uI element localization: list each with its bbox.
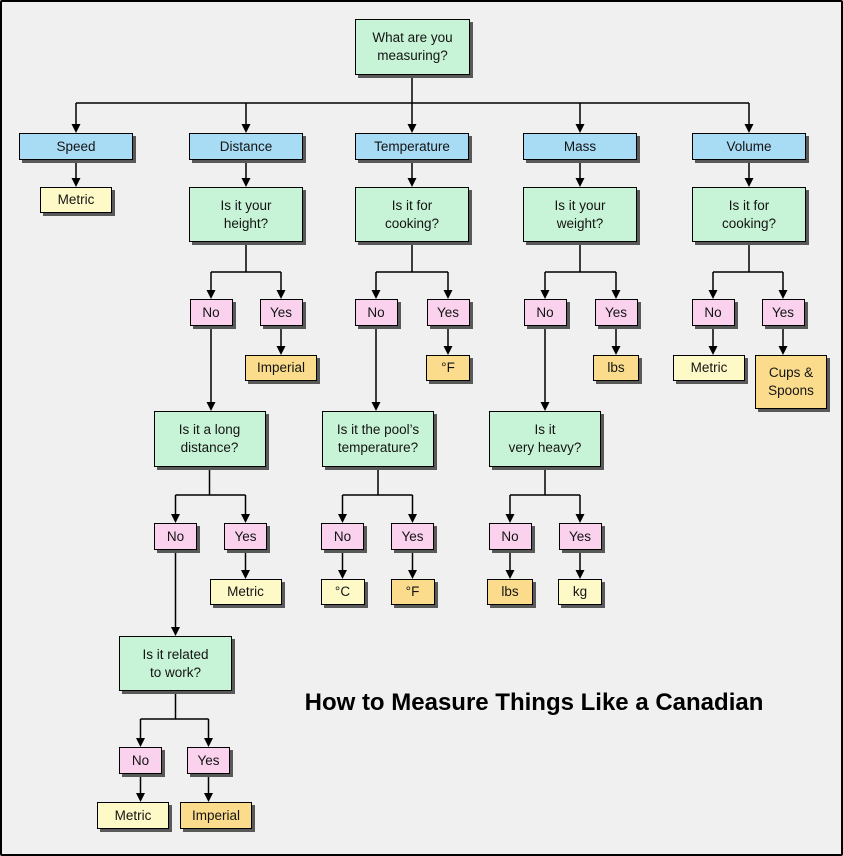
temperature-q1-yes: Yes: [426, 299, 470, 326]
temperature-q1-cooking: Is it for cooking?: [355, 187, 469, 242]
distance-q1-result-imperial: Imperial: [245, 355, 317, 381]
volume-result-cups-spoons: Cups & Spoons: [755, 355, 827, 409]
temperature-q2-yes: Yes: [391, 523, 434, 550]
mass-q2-no: No: [488, 523, 532, 550]
distance-q1-yes: Yes: [259, 299, 303, 326]
volume-result-metric: Metric: [673, 355, 745, 381]
distance-q3-yes: Yes: [187, 747, 230, 774]
mass-q1-yes: Yes: [594, 299, 638, 326]
mass-q2-result-lbs: lbs: [487, 579, 533, 605]
temperature-q1-result-fahrenheit: °F: [426, 355, 470, 381]
distance-q3-work: Is it related to work?: [119, 636, 232, 691]
temperature-q2-result-fahrenheit: °F: [390, 579, 435, 605]
category-mass: Mass: [523, 133, 637, 160]
distance-q1-height: Is it your height?: [189, 187, 303, 242]
distance-q2-long-distance: Is it a long distance?: [153, 411, 266, 467]
temperature-q2-pool: Is it the pool’s temperature?: [322, 411, 434, 467]
volume-no: No: [691, 299, 735, 326]
mass-q2-very-heavy: Is it very heavy?: [489, 411, 601, 467]
temperature-q1-no: No: [354, 299, 398, 326]
mass-q2-yes: Yes: [558, 523, 602, 550]
distance-q2-no: No: [154, 523, 197, 550]
diagram-title: How to Measure Things Like a Canadian: [304, 689, 764, 716]
temperature-q2-no: No: [321, 523, 364, 550]
speed-result-metric: Metric: [40, 187, 112, 213]
mass-q2-result-kg: kg: [558, 579, 602, 605]
distance-q3-result-metric: Metric: [97, 802, 169, 829]
root-question: What are you measuring?: [355, 19, 470, 75]
category-temperature: Temperature: [355, 133, 469, 160]
category-volume: Volume: [692, 133, 806, 160]
distance-q1-no: No: [189, 299, 233, 326]
volume-q1-cooking: Is it for cooking?: [692, 187, 806, 242]
distance-q3-no: No: [119, 747, 162, 774]
volume-yes: Yes: [761, 299, 805, 326]
temperature-q2-result-celsius: °C: [320, 579, 365, 605]
category-speed: Speed: [19, 133, 133, 160]
distance-q2-yes: Yes: [224, 523, 267, 550]
mass-q1-result-lbs: lbs: [593, 355, 639, 381]
mass-q1-weight: Is it your weight?: [523, 187, 637, 242]
mass-q1-no: No: [523, 299, 567, 326]
distance-q3-result-imperial: Imperial: [180, 802, 252, 829]
category-distance: Distance: [189, 133, 303, 160]
distance-q2-result-metric: Metric: [209, 579, 282, 605]
